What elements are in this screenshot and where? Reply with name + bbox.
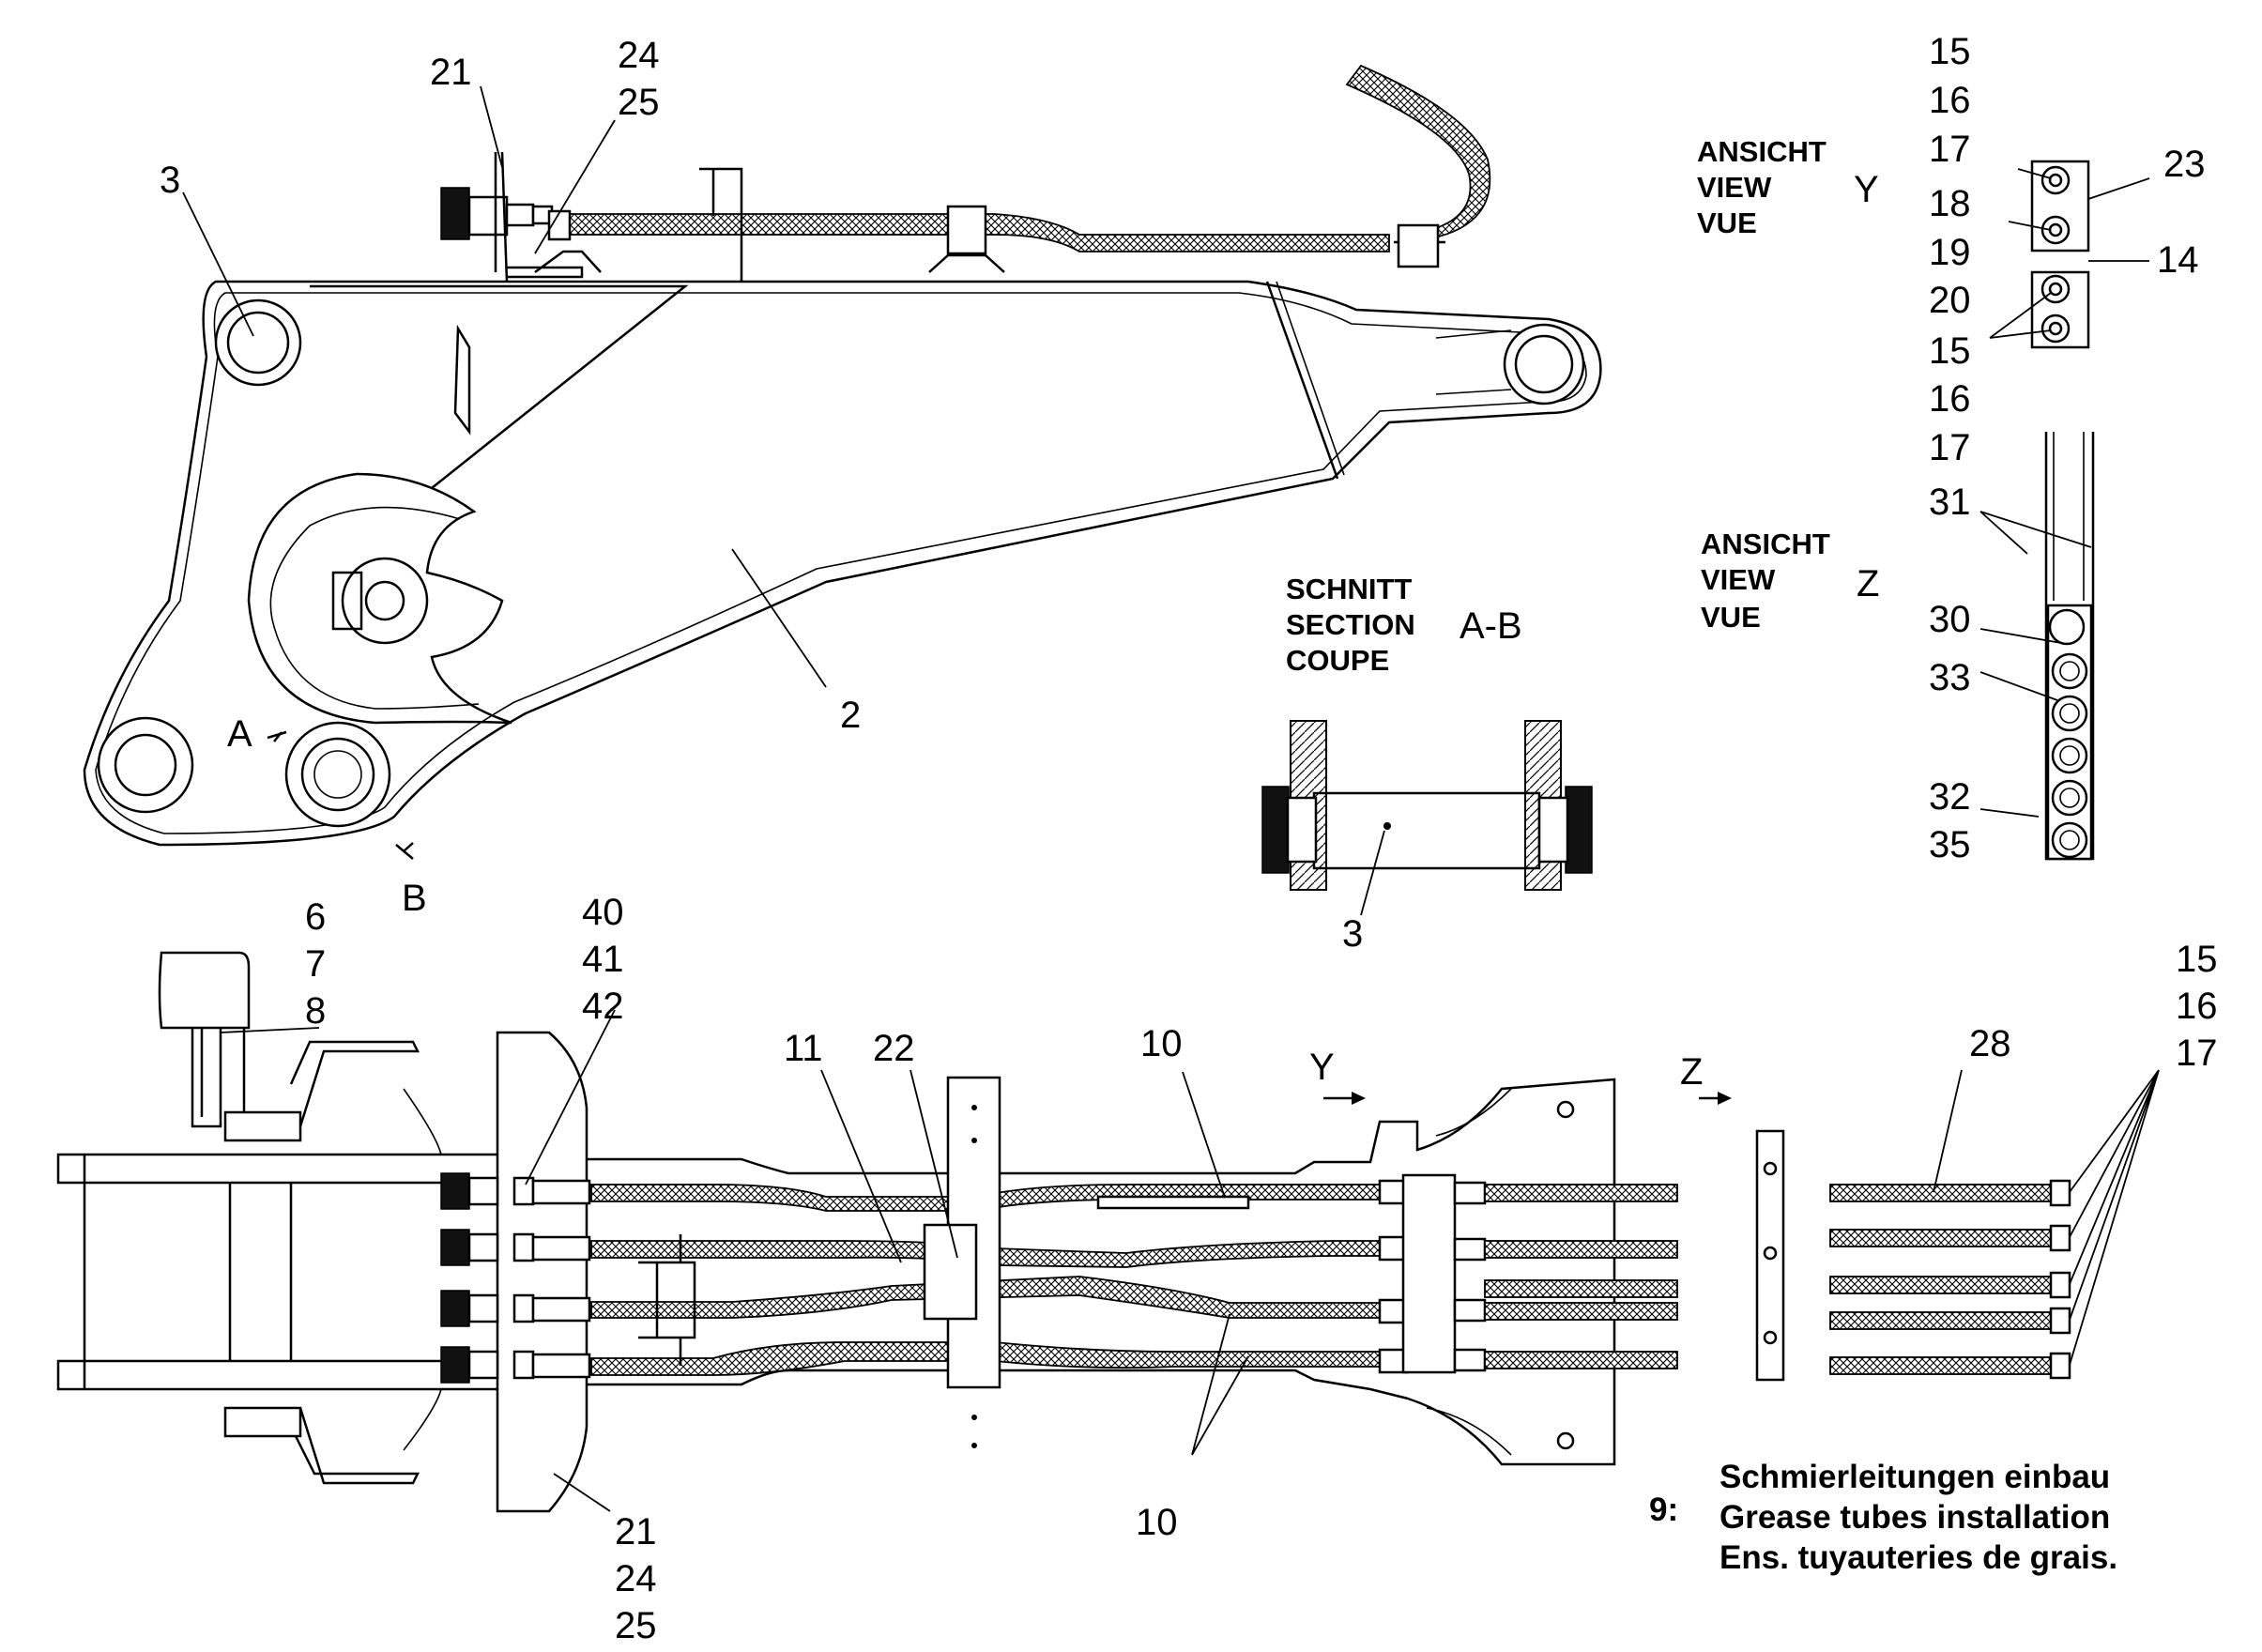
callout-28: 28 [1969,1023,2011,1064]
boom-side-view [83,280,1602,860]
callout-2-boom: 2 [840,695,861,736]
callout-19-y: 19 [1929,232,1971,273]
callout-33: 33 [1929,657,1971,698]
callout-31: 31 [1929,482,1971,523]
section-mark-a: A [227,713,252,755]
caption-line-fr: Ens. tuyauteries de grais. [1719,1539,2117,1576]
callout-3-section: 3 [1342,913,1363,955]
callout-35: 35 [1929,824,1971,865]
caption-number: 9: [1649,1491,1678,1528]
callout-21-top: 21 [430,52,472,93]
callout-25-top: 25 [618,82,660,123]
callout-14: 14 [2157,239,2199,281]
callout-15-y: 15 [1929,31,1971,72]
callout-17-y: 17 [1929,129,1971,170]
view-y-block [2030,160,2090,349]
callout-20-y: 20 [1929,280,1971,321]
callout-3-boom: 3 [160,160,180,201]
callout-22: 22 [873,1028,915,1069]
callout-23: 23 [2163,144,2206,185]
view-y-line2: VIEW [1697,171,1772,204]
view-z-title: ANSICHT VIEW VUE Z [1701,528,1879,634]
callout-24-top: 24 [618,35,660,76]
view-y-title: ANSICHT VIEW VUE Y [1697,135,1879,239]
boom-outline [83,280,1602,847]
leader-lines [182,85,2160,1512]
callout-18-y: 18 [1929,183,1971,224]
callout-16-y2: 16 [1929,378,1971,420]
view-z-letter: Z [1857,563,1879,604]
coupling-stack [440,1172,591,1384]
mounting-plate [496,1031,588,1513]
section-ab-title: SCHNITT SECTION COUPE A-B [1286,573,1522,677]
view-z-rail [2044,432,2095,861]
callout-labels: 21 24 25 3 2 A B 15 16 17 18 19 20 15 16… [160,31,2218,1646]
view-z-arrow-label: Z [1680,1051,1703,1093]
section-mark-b: B [402,878,427,919]
section-ab-view [1261,720,1593,891]
callout-32: 32 [1929,776,1971,818]
section-letter: A-B [1460,605,1522,647]
callout-16-y: 16 [1929,80,1971,121]
callout-6: 6 [305,896,326,938]
view-y-line3: VUE [1697,206,1757,239]
callout-11: 11 [784,1028,823,1069]
callout-42: 42 [582,986,624,1027]
callout-8: 8 [305,990,326,1032]
callout-15-y2: 15 [1929,330,1971,372]
callout-17-y2: 17 [1929,427,1971,468]
callout-21-bottom: 21 [615,1511,657,1553]
section-line1: SCHNITT [1286,573,1412,605]
caption-block: 9: Schmierleitungen einbau Grease tubes … [1649,1459,2117,1576]
callout-30: 30 [1929,599,1971,640]
view-y-letter: Y [1854,169,1879,210]
callout-10-bottom: 10 [1136,1502,1178,1543]
boom-plan-view [56,951,1678,1513]
callout-40: 40 [582,892,624,933]
view-z-line3: VUE [1701,601,1761,634]
caption-line-en: Grease tubes installation [1719,1499,2110,1536]
view-z-line1: ANSICHT [1701,528,1830,560]
section-line3: COUPE [1286,644,1389,677]
callout-10-top: 10 [1140,1023,1183,1064]
section-line2: SECTION [1286,608,1415,641]
callout-41: 41 [582,939,624,980]
view-z-line2: VIEW [1701,563,1776,596]
callout-24-bottom: 24 [615,1558,657,1599]
plan-hoses [590,1173,1678,1376]
callout-16-right: 16 [2176,986,2218,1027]
callout-7: 7 [305,943,326,985]
callout-15-right: 15 [2176,939,2218,980]
callout-17-right: 17 [2176,1032,2218,1074]
callout-25-bottom: 25 [615,1605,657,1646]
caption-line-de: Schmierleitungen einbau [1719,1459,2110,1495]
boom-upper-plate [310,284,689,489]
boom-cutout [247,472,512,725]
detail-z-hoses [1755,1129,2071,1382]
top-grease-hose [440,64,1491,283]
view-y-line1: ANSICHT [1697,135,1826,168]
view-y-arrow-label: Y [1309,1047,1335,1088]
